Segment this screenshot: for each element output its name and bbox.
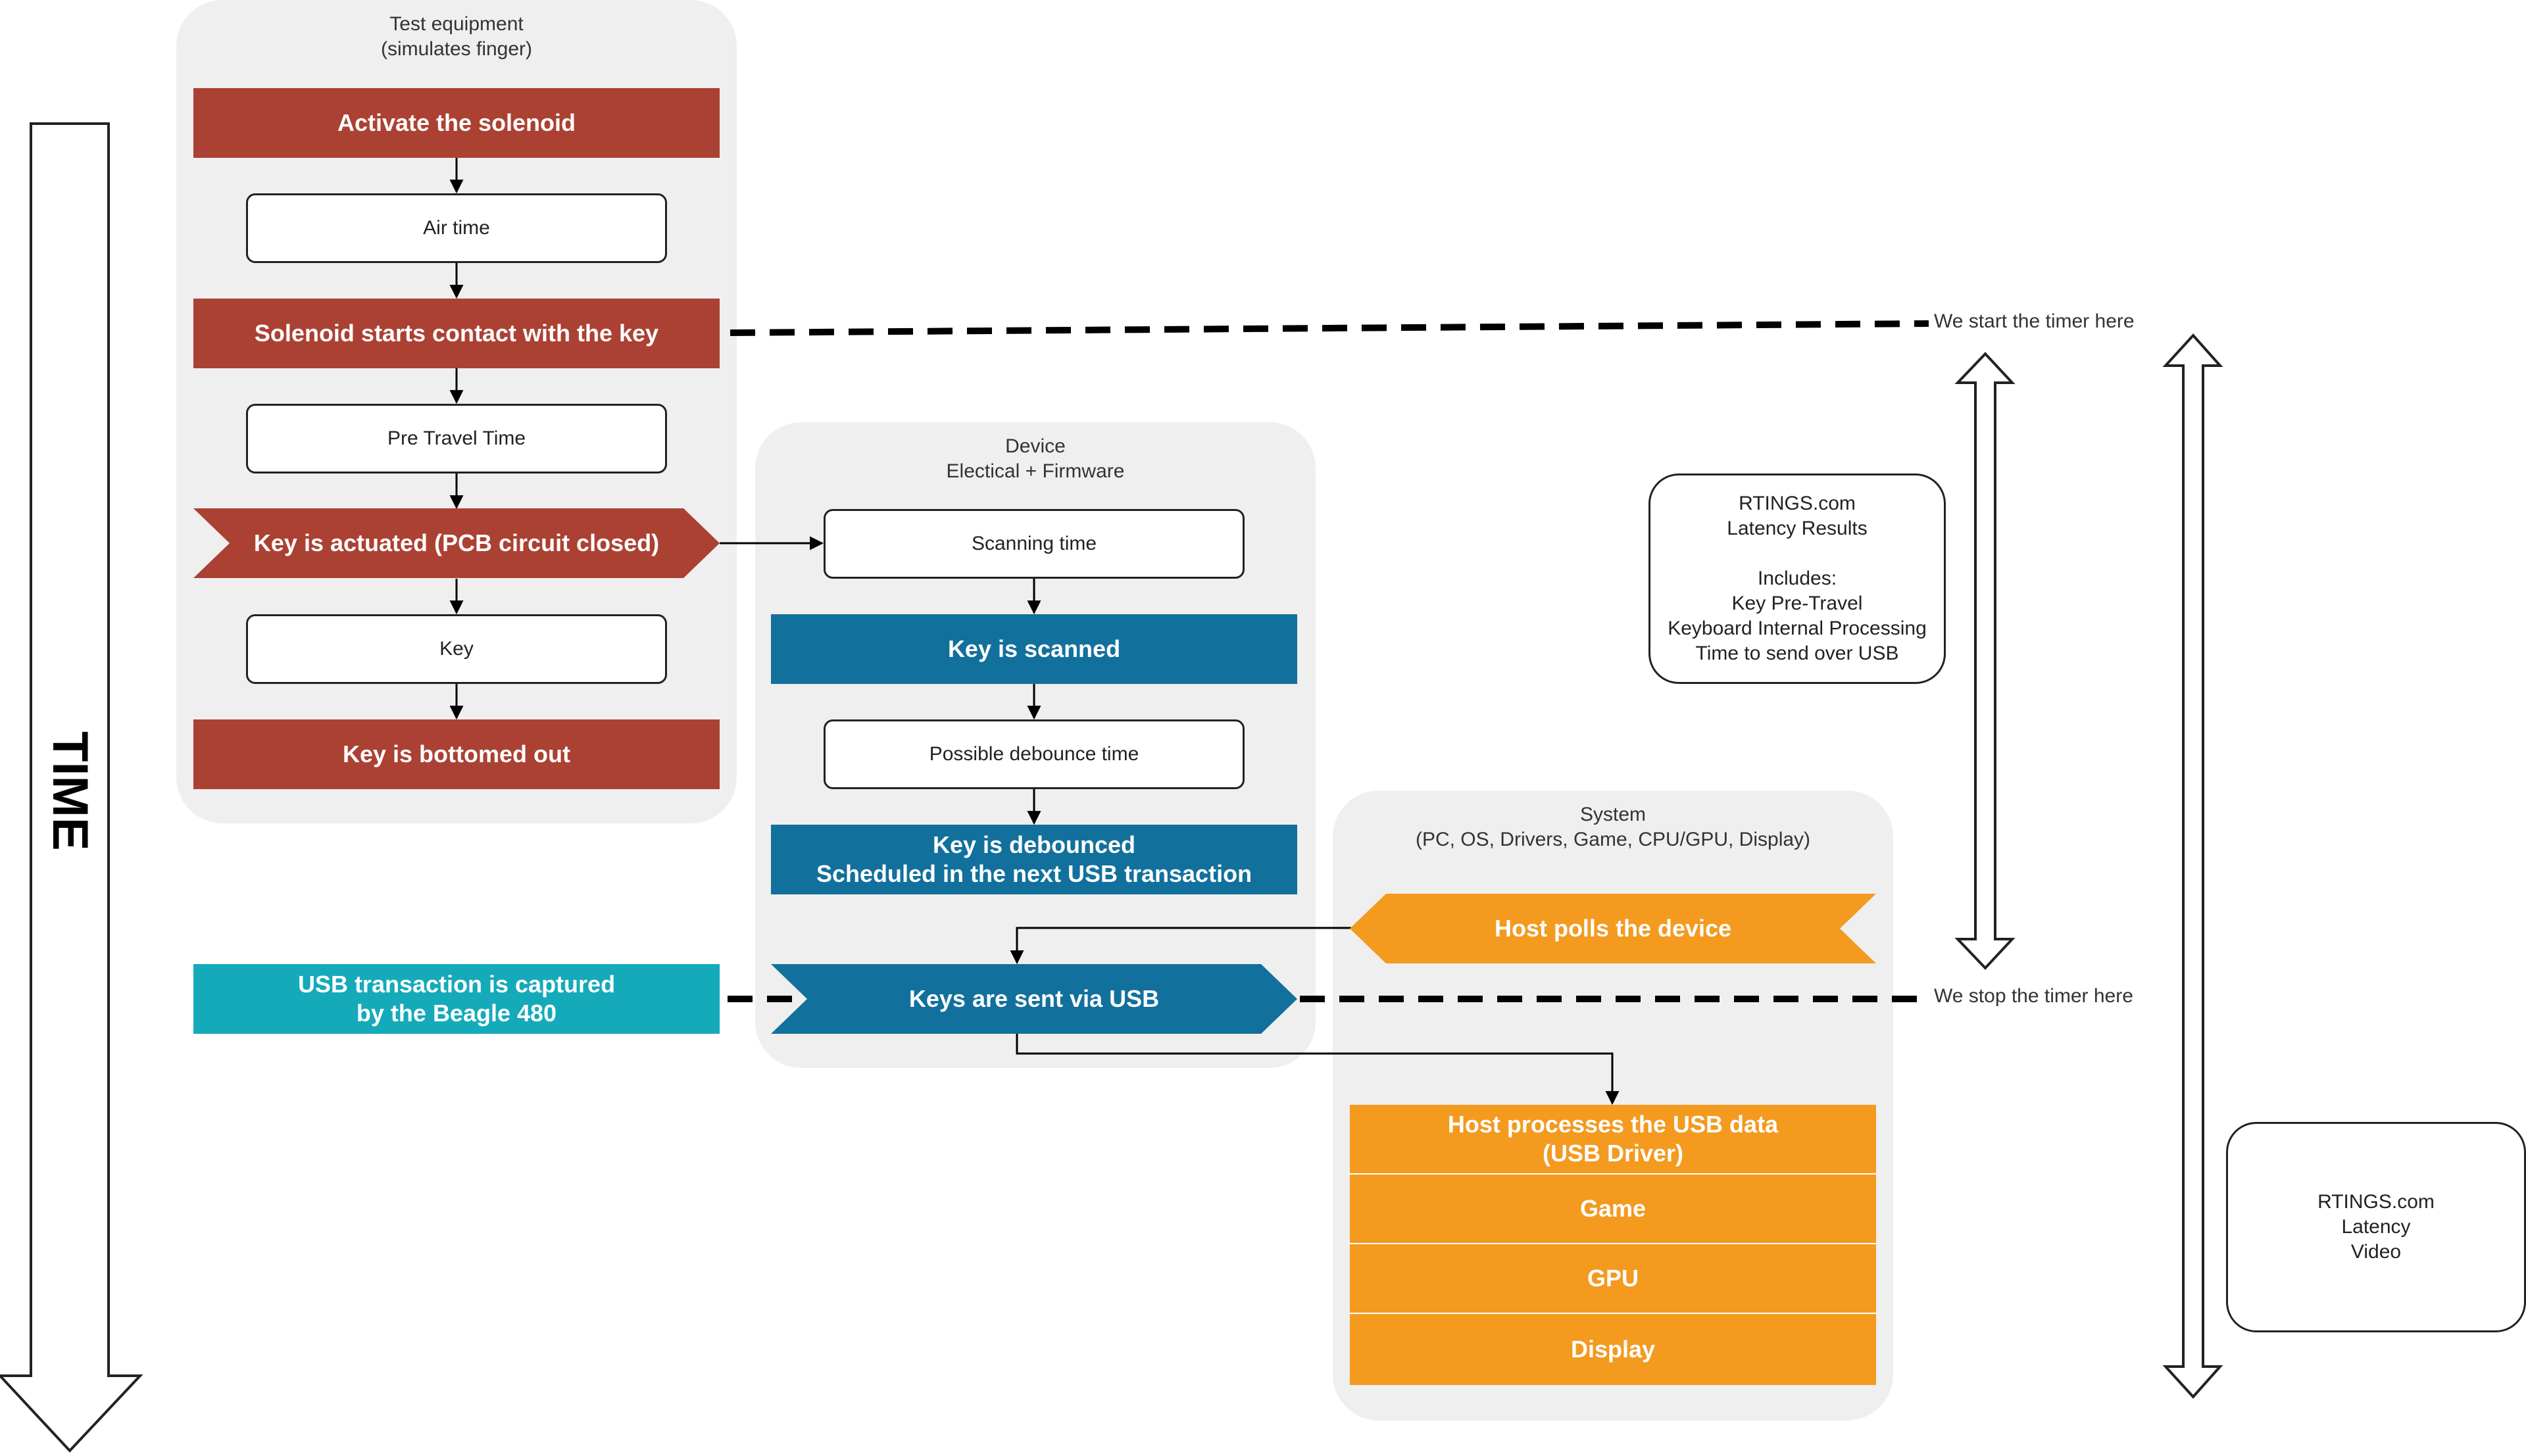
- solenoid-contact-step: Solenoid starts contact with the key: [193, 299, 720, 368]
- gpu-step: GPU: [1350, 1244, 1876, 1314]
- key-step: Key: [246, 614, 667, 684]
- keys-sent-label: Keys are sent via USB: [908, 985, 1160, 1012]
- process-arrow: [1016, 1034, 1620, 1105]
- scanning-time-step: Scanning time: [824, 509, 1245, 579]
- host-processes-step: Host processes the USB data (USB Driver): [1350, 1105, 1876, 1175]
- key-scanned-step: Key is scanned: [771, 614, 1297, 684]
- time-axis-arrow: [0, 122, 143, 1453]
- host-polls-step: Host polls the device: [1350, 894, 1876, 963]
- key-debounced-step: Key is debounced Scheduled in the next U…: [771, 825, 1297, 894]
- display-step: Display: [1570, 1336, 1656, 1363]
- start-timer-label: We start the timer here: [1934, 310, 2135, 332]
- test-equipment-title: Test equipment (simulates finger): [380, 13, 533, 60]
- latency-video-box: RTINGS.com Latency Video: [2226, 1122, 2526, 1332]
- key-actuated-step: Key is actuated (PCB circuit closed): [193, 508, 720, 578]
- key-actuated-label: Key is actuated (PCB circuit closed): [253, 529, 660, 556]
- host-polls-label: Host polls the device: [1494, 915, 1732, 942]
- keys-sent-usb-step: Keys are sent via USB: [771, 964, 1297, 1034]
- results-double-arrow: [1954, 352, 2016, 970]
- key-bottomed-step: Key is bottomed out: [193, 719, 720, 789]
- time-axis-label: TIME: [42, 731, 98, 851]
- air-time-step: Air time: [246, 193, 667, 263]
- key-actuated-shape: [193, 508, 720, 578]
- debounce-time-step: Possible debounce time: [824, 719, 1245, 789]
- host-processing-stack: Host processes the USB data (USB Driver)…: [1350, 1105, 1876, 1385]
- device-title: Device Electical + Firmware: [946, 435, 1125, 482]
- usb-captured-step: USB transaction is captured by the Beagl…: [193, 964, 720, 1034]
- start-timer-line: [730, 320, 1929, 336]
- host-polls-shape: [1350, 894, 1876, 963]
- stop-timer-label: We stop the timer here: [1934, 985, 2133, 1007]
- latency-results-box: RTINGS.com Latency Results Includes: Key…: [1648, 473, 1946, 684]
- keys-sent-shape: [771, 964, 1297, 1034]
- game-step: Game: [1350, 1175, 1876, 1244]
- poll-arrow: [1010, 927, 1351, 965]
- video-double-arrow: [2162, 333, 2223, 1399]
- activate-solenoid-step: Activate the solenoid: [193, 88, 720, 158]
- pre-travel-step: Pre Travel Time: [246, 404, 667, 473]
- system-title: System (PC, OS, Drivers, Game, CPU/GPU, …: [1415, 804, 1811, 850]
